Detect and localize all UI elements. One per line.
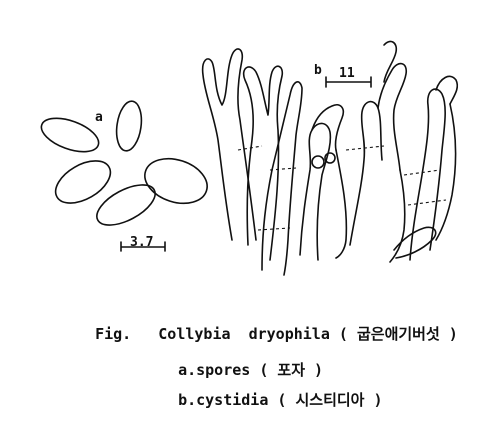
spore-scale-bar (120, 241, 166, 252)
caption-line-2: a.spores ( 포자 ) (160, 341, 323, 380)
caption-a: a.spores (178, 361, 251, 379)
septum (269, 167, 297, 171)
cystidium (377, 62, 408, 171)
cystidium (261, 81, 303, 276)
caption-species-korean: ( 굽은애기버섯 ) (338, 325, 458, 343)
caption-line-3: b.cystidia ( 시스티디아 ) (160, 371, 383, 410)
cystidium (299, 122, 332, 261)
cystidia-panel: b 11 (201, 40, 459, 276)
cystidium (435, 103, 457, 241)
caption-b-korean: ( 시스티디아 ) (277, 391, 383, 409)
cystidium (389, 169, 406, 263)
septum (403, 169, 441, 176)
cystidium (311, 103, 345, 151)
septum (257, 227, 291, 231)
spores-panel: a 3.7 (40, 100, 208, 252)
spore-body (324, 152, 336, 164)
spore-body (311, 155, 325, 169)
cystidium (349, 100, 383, 246)
spore (40, 117, 100, 153)
spore (115, 100, 143, 152)
caption-fig: Fig. (95, 325, 132, 343)
spore (144, 157, 208, 205)
cystidia-scale-label: 11 (339, 66, 355, 81)
caption-a-korean: ( 포자 ) (259, 361, 324, 379)
caption-line-1: Fig. Collybia dryophila ( 굽은애기버섯 ) (77, 305, 458, 344)
cystidium (201, 48, 257, 241)
cystidium (242, 65, 284, 261)
label-a: a (95, 110, 103, 125)
label-b: b (314, 63, 322, 78)
spore (96, 184, 156, 226)
septum (345, 145, 385, 151)
spore (54, 160, 112, 204)
septum (237, 145, 263, 151)
cystidium (335, 149, 348, 259)
caption-species: Collybia dryophila (158, 325, 330, 343)
cystidium (383, 40, 398, 83)
cystidia-scale-bar (325, 76, 372, 88)
cystidium (393, 226, 437, 259)
caption-b: b.cystidia (178, 391, 269, 409)
cystidium (409, 88, 446, 261)
septum (407, 199, 447, 206)
cystidium (435, 75, 459, 105)
